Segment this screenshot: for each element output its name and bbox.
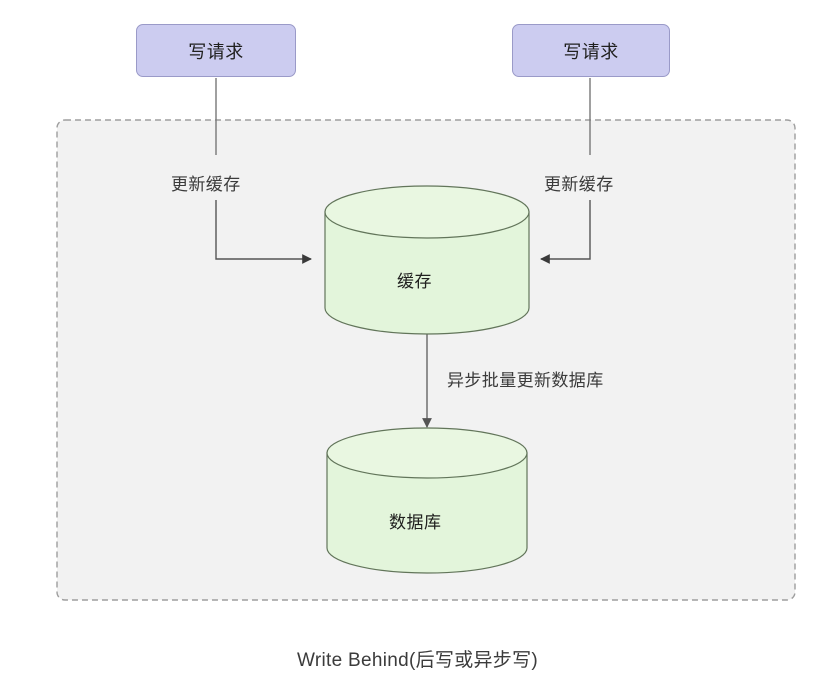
write-request-box-right[interactable]: 写请求 xyxy=(512,24,670,77)
diagram-caption: Write Behind(后写或异步写) xyxy=(296,650,539,671)
write-request-label-left: 写请求 xyxy=(188,41,244,62)
edge-right-update xyxy=(540,78,591,264)
edge-label-async-batch-update-db: 异步批量更新数据库 xyxy=(447,371,604,390)
edge-label-update-cache-left: 更新缓存 xyxy=(171,175,241,194)
cache-cylinder[interactable] xyxy=(324,185,530,335)
database-cylinder[interactable] xyxy=(326,427,528,574)
cache-label: 缓存 xyxy=(397,272,432,291)
edge-label-update-cache-right: 更新缓存 xyxy=(544,175,614,194)
write-request-label-right: 写请求 xyxy=(563,41,619,62)
edge-left-update xyxy=(215,78,312,264)
database-label: 数据库 xyxy=(389,513,442,532)
write-request-box-left[interactable]: 写请求 xyxy=(136,24,296,77)
